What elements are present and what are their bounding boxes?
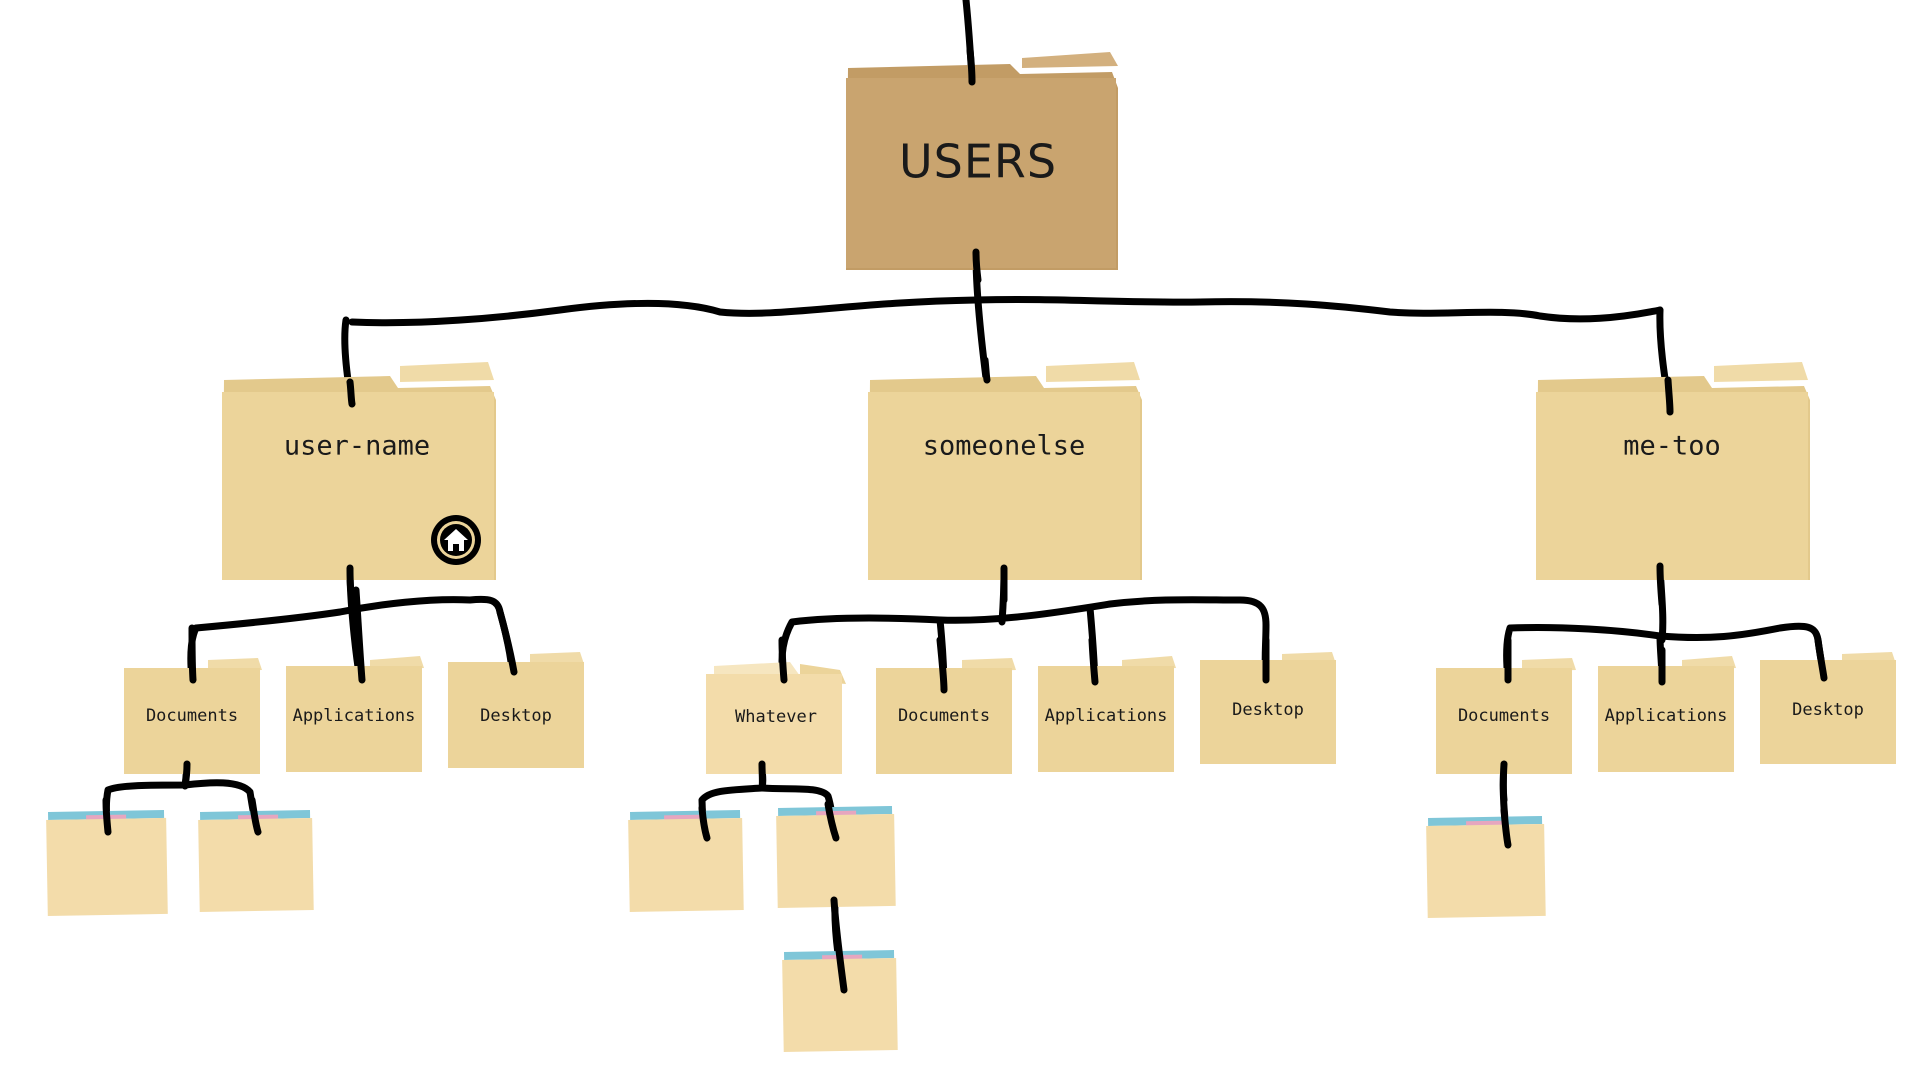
root-trunk-connector-overlay — [972, 248, 982, 284]
folder-tab — [1046, 362, 1140, 382]
me-too-desktop-overlay — [1814, 636, 1828, 682]
folder-front — [868, 392, 1140, 580]
desktop-connector-overlay — [496, 608, 518, 676]
child-folder-applications[interactable]: Applications — [286, 656, 424, 772]
child-folder-label: Desktop — [1232, 700, 1304, 720]
user-folder-label: someonelse — [923, 431, 1086, 462]
leaf-overlay — [830, 896, 848, 994]
folder-front — [1436, 668, 1572, 774]
leaf-overlay — [102, 796, 112, 836]
user-name-children-overlay — [346, 564, 355, 596]
child-folder-label: Desktop — [480, 706, 552, 726]
apps-connector-overlay — [352, 586, 366, 684]
someonelse-children-branch — [778, 596, 1270, 684]
leaf-folder-front — [782, 958, 898, 1052]
folder-front — [1536, 392, 1808, 580]
child-folder-documents[interactable]: Documents — [124, 658, 262, 774]
child-folder-label: Whatever — [735, 707, 817, 727]
someonelse-apps-overlay — [1088, 636, 1099, 686]
root-folder-front — [846, 78, 1116, 268]
root-folder[interactable]: USERS — [846, 52, 1118, 270]
folder-front — [124, 668, 260, 774]
child-folder-label: Applications — [1045, 706, 1168, 726]
folder-tab — [1714, 362, 1808, 382]
leaf-folder-front — [776, 813, 896, 908]
child-folder-label: Desktop — [1792, 700, 1864, 720]
child-folder-applications[interactable]: Applications — [1598, 656, 1736, 772]
leaf-folder-front — [46, 817, 168, 916]
child-folder-documents[interactable]: Documents — [1436, 658, 1576, 774]
leaf-overlay — [248, 796, 262, 836]
folder-front — [1598, 666, 1734, 772]
leaf-overlay — [698, 804, 711, 842]
docs-connector-overlay — [188, 624, 197, 684]
leaf-overlay — [824, 800, 840, 842]
root-top-connector-overlay — [966, 46, 976, 86]
child-folder-whatever[interactable]: Whatever — [706, 662, 846, 774]
folder-front — [448, 662, 584, 768]
child-folder-applications[interactable]: Applications — [1038, 656, 1176, 772]
user-folder-someonelse[interactable]: someonelse — [868, 362, 1142, 580]
users-branch-connector — [348, 296, 1664, 327]
home-icon — [431, 515, 481, 565]
me-too-children-overlay — [1656, 562, 1666, 608]
user-folder-label: user-name — [284, 431, 430, 462]
child-folder-desktop[interactable]: Desktop — [448, 652, 584, 768]
me-too-docs-down-overlay — [1499, 760, 1508, 804]
leaf-folder-front — [1426, 823, 1546, 918]
leaf-folder[interactable] — [1426, 815, 1546, 918]
leaf-folder[interactable] — [776, 805, 896, 908]
folder-front — [706, 674, 842, 774]
me-too-drop-overlay — [1664, 376, 1674, 416]
folder-front — [1038, 666, 1174, 772]
user-docs-down-overlay — [181, 760, 191, 790]
leaf-folder[interactable] — [628, 810, 744, 912]
user-name-drop-overlay — [346, 378, 356, 408]
child-folder-label: Applications — [293, 706, 416, 726]
someonelse-drop-overlay — [981, 356, 991, 384]
folder-front — [1760, 660, 1896, 764]
leaf-folder-front — [628, 818, 744, 912]
user-folder-label: me-too — [1623, 431, 1721, 462]
child-folder-label: Documents — [898, 706, 990, 726]
leaf-paper — [629, 810, 741, 820]
root-folder-label: USERS — [899, 135, 1057, 189]
root-folder-tab — [1022, 52, 1118, 68]
child-folder-label: Documents — [1458, 706, 1550, 726]
child-folder-desktop[interactable]: Desktop — [1200, 652, 1336, 764]
someonelse-docs-overlay — [936, 636, 948, 694]
child-folder-desktop[interactable]: Desktop — [1760, 652, 1896, 764]
folder-tab — [400, 362, 494, 382]
whatever-connector-overlay — [778, 636, 788, 684]
user-folder-me-too[interactable]: me-too — [1536, 362, 1810, 580]
leaf-overlay — [1500, 806, 1512, 849]
child-folder-label: Documents — [146, 706, 238, 726]
user-folder-user-name[interactable]: user-name — [222, 362, 496, 580]
folder-front — [286, 666, 422, 772]
leaf-folder-front — [198, 818, 314, 912]
child-folder-label: Applications — [1605, 706, 1728, 726]
